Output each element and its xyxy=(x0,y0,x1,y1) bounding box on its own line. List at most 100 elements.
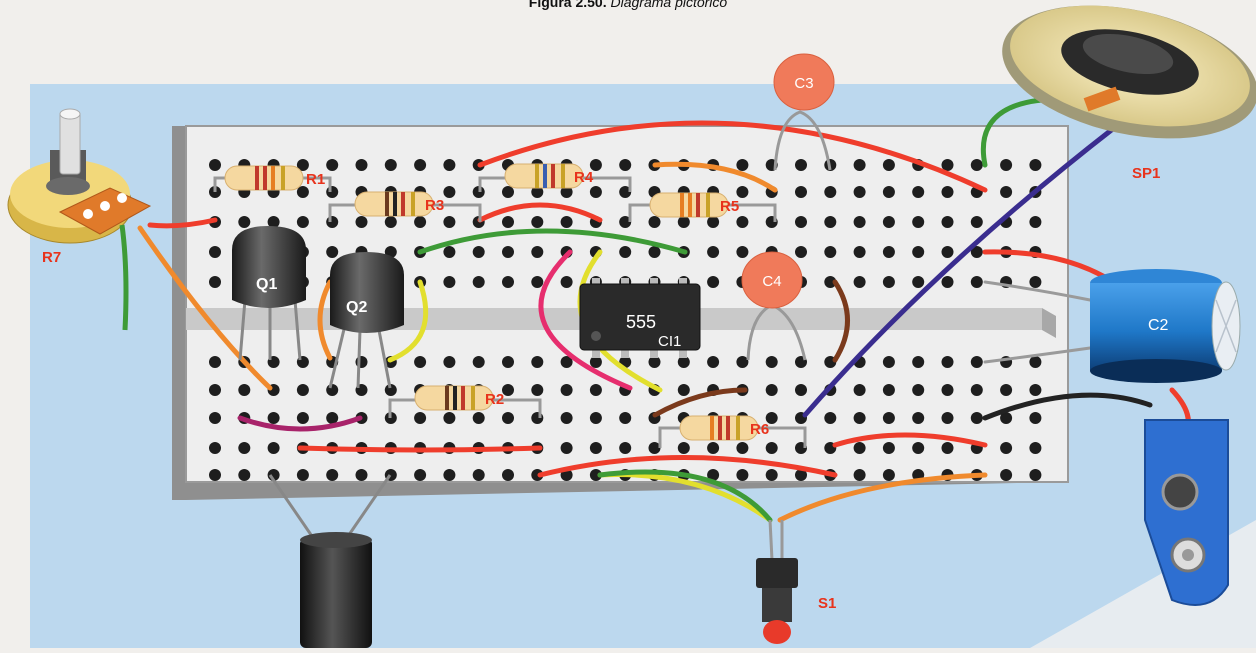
breadboard-hole xyxy=(443,356,456,368)
breadboard-hole xyxy=(1000,186,1013,198)
label-ci1: CI1 xyxy=(658,333,681,350)
wire-purple-speaker xyxy=(802,105,1143,418)
resistor-r3: R3 xyxy=(328,191,482,222)
breadboard-hole xyxy=(296,469,309,481)
ic-pin xyxy=(650,346,658,358)
label-q1: Q1 xyxy=(256,276,277,293)
breadboard-hole xyxy=(970,356,983,368)
breadboard-hole xyxy=(824,216,837,228)
ic-pin xyxy=(679,278,687,288)
breadboard-hole xyxy=(1029,384,1042,396)
breadboard-hole xyxy=(531,186,544,198)
breadboard-hole xyxy=(912,412,925,424)
resistors: R1 R3 R4 R5 xyxy=(213,163,807,448)
breadboard-hole xyxy=(853,469,866,481)
breadboard-hole xyxy=(882,186,895,198)
wire-magenta xyxy=(237,415,363,432)
label-c3: C3 xyxy=(794,75,813,92)
capacitor-c2: C2 xyxy=(1090,269,1241,383)
breadboard-hole xyxy=(209,356,221,368)
wire-red-pot xyxy=(147,217,218,229)
breadboard-hole xyxy=(589,384,602,396)
breadboard-hole xyxy=(707,246,720,258)
battery-clip xyxy=(1144,419,1229,606)
breadboard-hole xyxy=(736,159,749,171)
ic-pin xyxy=(621,346,629,358)
breadboard-hole xyxy=(502,186,514,198)
label-q2: Q2 xyxy=(346,299,367,316)
breadboard-hole xyxy=(296,384,309,396)
breadboard-hole xyxy=(326,246,339,258)
wire-yellow-q2 xyxy=(387,279,429,363)
wire-brown-low xyxy=(652,387,748,418)
breadboard-hole xyxy=(707,216,720,228)
breadboard-hole xyxy=(853,246,866,258)
breadboard-hole xyxy=(560,384,573,396)
breadboard-hole xyxy=(443,469,456,481)
breadboard-hole xyxy=(795,384,807,396)
label-r4: R4 xyxy=(574,169,594,186)
label-sp1: SP1 xyxy=(1132,165,1160,182)
breadboard-hole xyxy=(882,384,895,396)
breadboard-hole xyxy=(1000,412,1013,424)
breadboard-hole xyxy=(970,412,983,424)
breadboard-hole xyxy=(589,412,602,424)
breadboard-hole xyxy=(736,469,749,481)
breadboard-hole xyxy=(531,469,544,481)
breadboard-hole xyxy=(209,384,221,396)
breadboard-hole xyxy=(326,384,339,396)
breadboard-hole xyxy=(736,186,749,198)
wire-orange-s1 xyxy=(777,472,988,523)
breadboard-hole xyxy=(1000,442,1013,454)
breadboard-hole xyxy=(326,412,339,424)
resistor-r2: R2 xyxy=(388,385,542,418)
breadboard-hole xyxy=(677,356,690,368)
breadboard-hole xyxy=(1000,384,1013,396)
breadboard-hole xyxy=(589,442,602,454)
wire-red-low xyxy=(297,445,543,453)
breadboard-hole xyxy=(736,246,749,258)
wire-red-top xyxy=(477,120,988,193)
breadboard-hole xyxy=(941,412,954,424)
breadboard-hole xyxy=(502,216,514,228)
transistor-q2: Q2 xyxy=(328,252,404,389)
breadboard-hole xyxy=(941,246,954,258)
breadboard-hole xyxy=(619,412,632,424)
breadboard-hole xyxy=(209,469,221,481)
breadboard-hole xyxy=(619,159,632,171)
wire-red-bottom xyxy=(537,455,838,478)
breadboard-hole xyxy=(795,186,807,198)
caption-italic: Diagrama pictórico xyxy=(610,0,727,10)
breadboard-hole xyxy=(209,442,221,454)
breadboard-hole xyxy=(882,356,895,368)
breadboard-hole xyxy=(296,412,309,424)
resistor-r5: R5 xyxy=(628,192,777,222)
breadboard-hole xyxy=(238,469,251,481)
wire-green-mid xyxy=(417,228,688,255)
breadboard-hole xyxy=(589,469,602,481)
breadboard-hole xyxy=(765,469,778,481)
breadboard-hole xyxy=(355,469,368,481)
breadboard-hole xyxy=(619,442,632,454)
breadboard-hole xyxy=(941,442,954,454)
breadboard-hole xyxy=(677,216,690,228)
wires xyxy=(137,96,1191,523)
breadboard-hole xyxy=(882,159,895,171)
breadboard-hole xyxy=(795,216,807,228)
breadboard-hole xyxy=(238,442,251,454)
breadboard-hole xyxy=(531,384,544,396)
breadboard-hole xyxy=(853,442,866,454)
breadboard-hole xyxy=(824,276,837,288)
resistor-r4: R4 xyxy=(478,163,632,192)
breadboard-hole xyxy=(648,356,661,368)
breadboard-hole xyxy=(853,186,866,198)
breadboard-hole xyxy=(941,356,954,368)
breadboard-hole xyxy=(1000,469,1013,481)
breadboard-hole xyxy=(472,276,485,288)
breadboard-hole xyxy=(209,276,221,288)
wire-brown-c4 xyxy=(832,279,850,363)
breadboard-hole xyxy=(414,356,427,368)
breadboard-hole xyxy=(970,159,983,171)
breadboard-hole xyxy=(531,356,544,368)
breadboard-hole xyxy=(707,469,720,481)
